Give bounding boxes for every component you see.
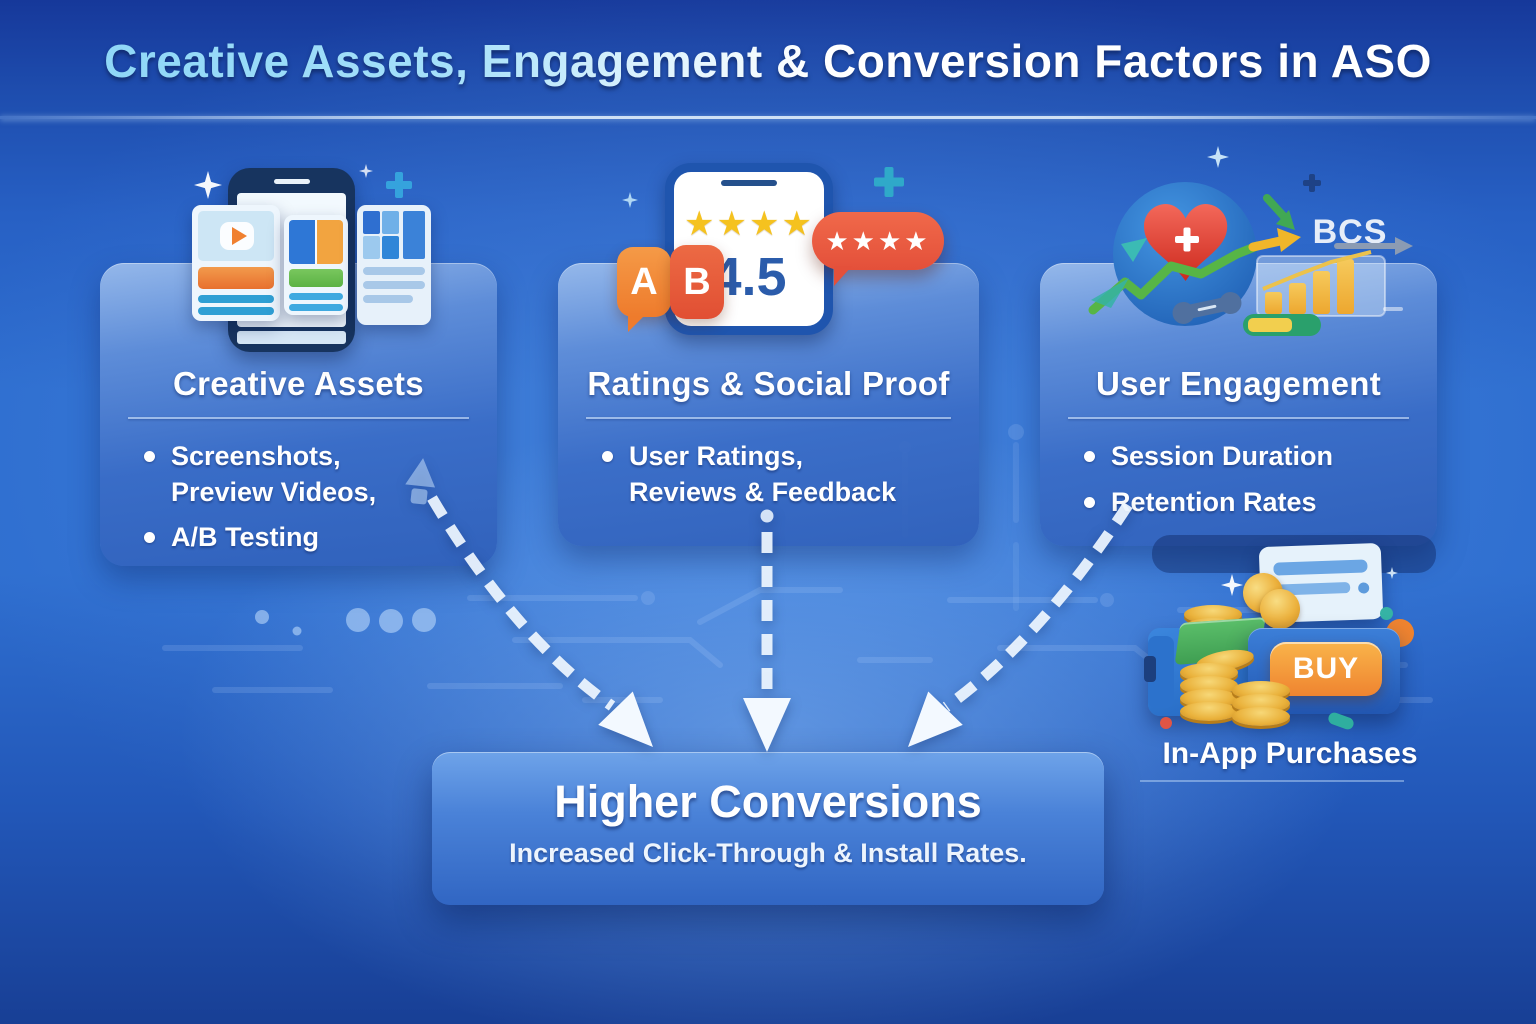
title-divider: [0, 116, 1536, 119]
coin-icon: [1180, 702, 1238, 721]
gray-arrow-head: [1395, 237, 1413, 255]
phone-home-bar: [237, 331, 346, 344]
screenshot-image: [198, 211, 274, 261]
buy-button: BUY: [1270, 642, 1382, 696]
dashed-arrow-left: [427, 495, 616, 711]
result-title: Higher Conversions: [554, 776, 982, 827]
list-item: A/B Testing: [144, 520, 477, 556]
progress-fill: [1248, 318, 1292, 332]
down-arrow-head: [1276, 210, 1295, 230]
mosaic-tile: [382, 211, 399, 234]
bubble-tail: [834, 266, 852, 286]
higher-conversions-box: Higher Conversions Increased Click-Throu…: [432, 752, 1104, 905]
bullet-list: User Ratings, Reviews & Feedback: [558, 439, 979, 510]
card-divider: [128, 417, 469, 419]
text-line: [198, 295, 274, 303]
bullet-list: Screenshots, Preview Videos, A/B Testing: [100, 439, 497, 556]
dot-cluster: [255, 608, 436, 636]
arrow-head-right: [908, 691, 963, 747]
bubble-tail: [628, 316, 644, 332]
card-divider: [1068, 417, 1409, 419]
text-line: [363, 267, 425, 275]
list-item: Retention Rates: [1084, 485, 1417, 521]
text-line: [289, 293, 343, 300]
red-dot-decor: [1160, 717, 1172, 729]
screenshot-card: [284, 215, 348, 315]
bar-chart-icon: [1265, 259, 1354, 314]
ab-test-bubble-b: B: [670, 245, 724, 319]
card-title: Ratings & Social Proof: [587, 365, 950, 402]
dumbbell-icon: [1172, 292, 1242, 324]
teal-shape-decor: [1121, 238, 1147, 262]
bullet-text: Screenshots, Preview Videos,: [171, 441, 377, 507]
card-title: Creative Assets: [173, 365, 424, 402]
phone-notch: [721, 180, 777, 186]
card-title: User Engagement: [1095, 365, 1382, 402]
arrow-head-middle: [743, 698, 791, 752]
text-line: [289, 304, 343, 311]
small-up-arrow-decor: [405, 458, 436, 505]
result-subtitle: Increased Click-Through & Install Rates.: [509, 838, 1027, 868]
text-line: [363, 295, 413, 303]
bullet-text: Retention Rates: [1111, 486, 1317, 517]
in-app-purchases-illustration: BUY In-App Purchases: [1140, 535, 1440, 785]
mosaic-tile: [363, 211, 380, 234]
screenshot-card: [192, 205, 280, 321]
video-thumbnail: [220, 222, 254, 250]
review-bubble: ★★★★: [812, 212, 944, 270]
chart-trend-line: [1262, 250, 1372, 291]
coin-icon: [1232, 707, 1290, 726]
teal-arrow-decor: [1091, 278, 1129, 308]
dashed-arrow-right: [942, 501, 1133, 712]
bullet-text: A/B Testing: [171, 522, 319, 553]
trend-arrow-head: [1277, 228, 1301, 252]
sparkle-icons: [194, 146, 1398, 596]
arrow-start-dot: [760, 509, 774, 523]
screenshot-banner: [289, 269, 343, 287]
in-app-purchases-label: In-App Purchases: [1162, 737, 1418, 770]
mosaic-tile: [363, 236, 380, 259]
bullet-dot: [602, 451, 613, 462]
bullet-dot: [1084, 496, 1095, 508]
mosaic-tile: [382, 236, 399, 259]
arrow-head-left: [598, 691, 653, 747]
text-line: [198, 307, 274, 315]
bullet-list: Session Duration Retention Rates: [1040, 439, 1437, 520]
creative-assets-illustration: [185, 148, 445, 360]
mosaic-tile: [403, 211, 425, 259]
text-line: [363, 281, 425, 289]
play-icon: [232, 227, 247, 245]
bullet-text: User Ratings, Reviews & Feedback: [629, 441, 897, 507]
list-item: User Ratings, Reviews & Feedback: [602, 439, 959, 510]
ab-test-bubble-a: A: [617, 247, 671, 317]
list-item: Session Duration: [1084, 439, 1417, 475]
plus-icon: [1175, 227, 1199, 252]
screenshot-banner: [198, 267, 274, 289]
screenshot-image: [289, 220, 343, 264]
teal-dot-decor: [1380, 607, 1393, 620]
bullet-dot: [144, 532, 155, 544]
bullet-dot: [1084, 451, 1095, 462]
wallet-clasp: [1144, 656, 1156, 682]
engagement-illustration: BCS: [1088, 182, 1413, 336]
page-title: Creative Assets, Engagement & Conversion…: [104, 35, 1432, 87]
label-underline: [1140, 780, 1404, 782]
bullet-dot: [144, 451, 155, 462]
card-divider: [586, 417, 951, 419]
list-item: Screenshots, Preview Videos,: [144, 439, 477, 510]
star-rating-row: ★★★★: [684, 205, 814, 243]
plus-icons: [386, 167, 1321, 198]
header: Creative Assets, Engagement & Conversion…: [0, 34, 1536, 88]
screenshot-card: [357, 205, 431, 325]
ratings-illustration: ★★★★ 4.5 A B ★★★★: [610, 148, 980, 348]
phone-notch: [274, 179, 310, 184]
bullet-text: Session Duration: [1111, 441, 1334, 471]
